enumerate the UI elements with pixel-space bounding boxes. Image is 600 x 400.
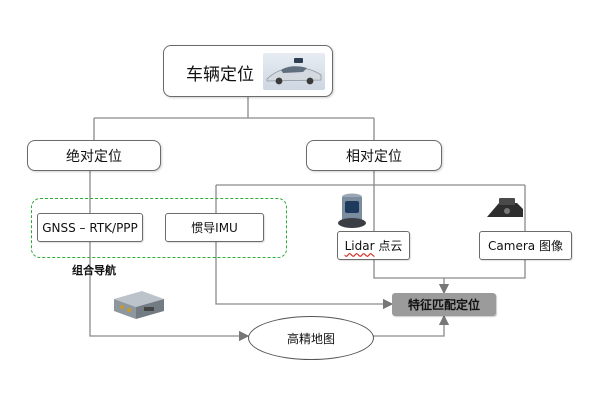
camera-to-feature-line xyxy=(444,260,526,279)
integrated-navigation-group xyxy=(31,198,287,258)
gnss-rtk-ppp-node: GNSS – RTK/PPP xyxy=(37,213,143,242)
point-cloud-label: 点云 xyxy=(374,239,403,253)
imu-to-feature-line xyxy=(215,242,394,310)
camera-sensor-image xyxy=(483,195,527,227)
car-thumbnail-image xyxy=(263,53,325,90)
lidar-to-feature-line xyxy=(373,260,444,279)
lidar-sensor-image xyxy=(335,191,369,235)
map-to-feature-line xyxy=(372,314,450,337)
hd-map-label: 高精地图 xyxy=(286,331,335,346)
camera-image-node: Camera 图像 xyxy=(479,231,572,260)
camera-image-label: Camera 图像 xyxy=(488,239,563,253)
absolute-positioning-label: 绝对定位 xyxy=(66,148,122,165)
lidar-point-cloud-node: Lidar 点云 xyxy=(337,231,410,260)
gnss-receiver-image xyxy=(108,285,168,327)
absolute-positioning-node: 绝对定位 xyxy=(27,140,161,171)
feature-matching-node: 特征匹配定位 xyxy=(392,293,496,316)
vehicle-positioning-node: 车辆定位 xyxy=(163,45,333,97)
relative-positioning-node: 相对定位 xyxy=(306,140,442,171)
hd-map-node: 高精地图 xyxy=(248,316,374,360)
inertial-imu-label: 惯导IMU xyxy=(191,221,238,235)
feature-matching-label: 特征匹配定位 xyxy=(407,298,480,312)
gnss-rtk-ppp-label: GNSS – RTK/PPP xyxy=(42,220,138,235)
relative-positioning-label: 相对定位 xyxy=(346,148,402,165)
lidar-word-label: Lidar xyxy=(344,238,375,253)
vehicle-positioning-label: 车辆定位 xyxy=(186,65,254,85)
inertial-imu-node: 惯导IMU xyxy=(165,213,264,242)
integrated-navigation-caption: 组合导航 xyxy=(72,264,116,277)
